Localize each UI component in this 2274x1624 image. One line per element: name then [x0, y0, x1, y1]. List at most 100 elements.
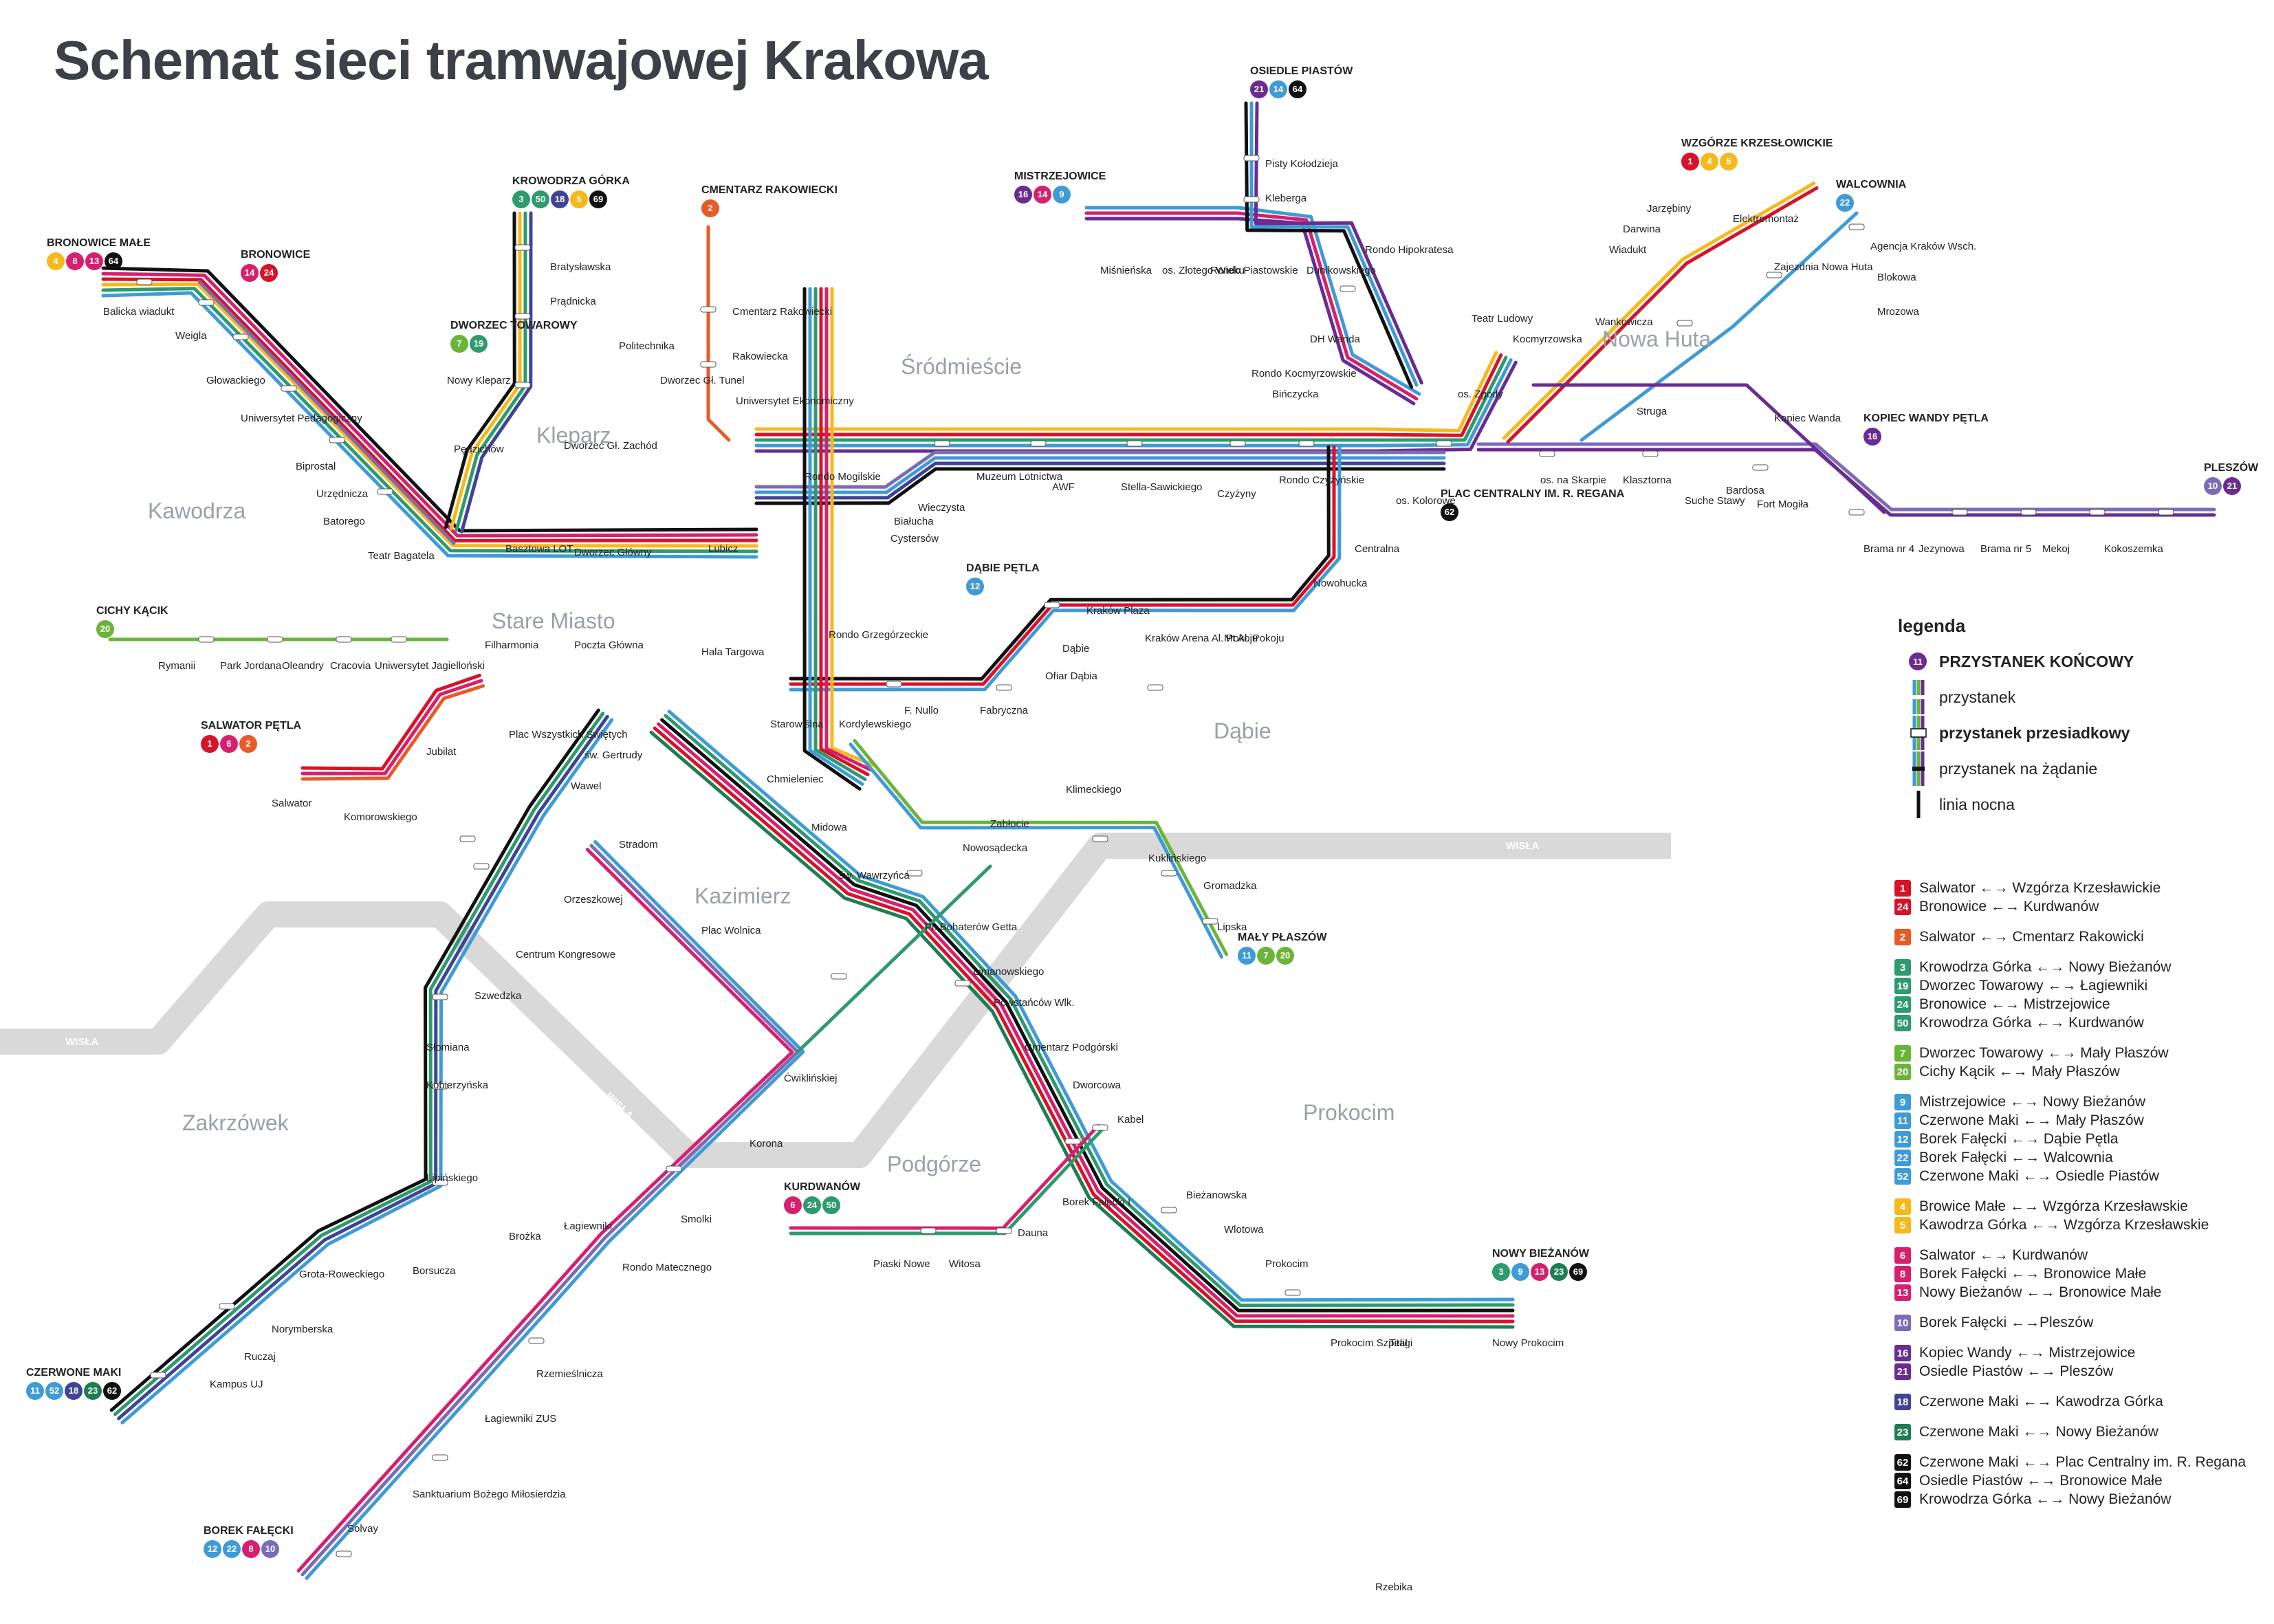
district-label: Kleparz — [536, 423, 611, 448]
line-badge: 1 — [201, 735, 219, 753]
stop-marker — [1848, 509, 1865, 516]
line-badge: 16 — [1863, 428, 1881, 446]
mistrzejowice-line-line — [1084, 206, 1421, 396]
stop-label: Norymberska — [272, 1324, 334, 1335]
stop-label: Lipińskiego — [426, 1172, 479, 1184]
stop-label: Wlotowa — [1224, 1224, 1264, 1236]
kurdwanow-west-line — [113, 712, 605, 1416]
legend-interchange: przystanek przesiadkowy — [1898, 715, 2255, 751]
dabie-line-line — [789, 445, 1331, 681]
stop-label: Orzeszkowej — [564, 894, 623, 906]
line-badge: 7 — [450, 335, 468, 353]
terminal-name: KROWODRZA GÓRKA — [512, 175, 630, 187]
stop-label: Kordylewskiego — [839, 718, 912, 730]
legend-request: przystanek na żądanie — [1898, 751, 2255, 787]
line-badge: 19 — [470, 335, 488, 353]
stop-label: Biprostal — [296, 461, 336, 472]
stop-label: Dworcowa — [1073, 1079, 1122, 1091]
west-trunk-line — [101, 291, 758, 559]
stop-marker — [473, 863, 490, 870]
stop-label: św. Gertrudy — [584, 749, 643, 761]
stop-label: Prokocim — [1265, 1258, 1309, 1270]
route-description: Salwator ←→ Wzgórza Krzesławickie — [1919, 880, 2161, 896]
line-badge: 13 — [1531, 1263, 1549, 1281]
west-trunk-line — [101, 266, 758, 533]
stop-marker — [1243, 196, 1260, 203]
stop-marker — [1044, 602, 1060, 608]
terminal-name: BRONOWICE — [241, 249, 311, 261]
stop-marker — [432, 1454, 448, 1461]
stop-label: Stella-Sawickiego — [1121, 481, 1203, 493]
stop-marker — [1092, 835, 1108, 842]
line-badge: 14 — [1269, 80, 1287, 98]
terminal-name: NOWY BIEŻANÓW — [1492, 1248, 1590, 1260]
route-badge: 5 — [1894, 1217, 1911, 1233]
bieganow-line-line — [664, 714, 1515, 1308]
route-badge: 12 — [1894, 1131, 1911, 1148]
stop-label: Borek Fałęcki I — [1062, 1196, 1131, 1208]
stop-marker — [1340, 285, 1356, 292]
line-badge: 50 — [822, 1196, 840, 1214]
walcownia-line-line — [1579, 211, 1859, 442]
stop-marker — [1092, 1124, 1108, 1131]
stop-marker — [2020, 509, 2037, 516]
stop-label: Salwator — [272, 798, 312, 809]
stop-label: Midowa — [811, 822, 847, 833]
stop-marker — [514, 244, 531, 251]
stop-label: Kraków Arena Al. Pokoju — [1145, 633, 1258, 644]
line-badge: 4 — [47, 252, 65, 270]
stop-label: Mt Al. Pokoju — [1224, 633, 1284, 644]
line-badge: 16 — [1014, 186, 1032, 204]
stop-label: Miśnieńska — [1100, 265, 1152, 276]
stop-label: Kokoszemka — [2104, 543, 2163, 555]
stop-label: Brożka — [509, 1231, 541, 1242]
terminal-name: PLESZÓW — [2204, 462, 2259, 474]
line-badge: 5 — [570, 190, 588, 208]
line-badge: 12 — [204, 1540, 221, 1558]
salwator-line-line — [300, 679, 483, 776]
route-description: Dworzec Towarowy ←→ Łagiewniki — [1919, 978, 2148, 994]
north-trunk-line — [444, 211, 516, 529]
west-trunk-line — [101, 272, 758, 538]
stop-marker — [1676, 320, 1693, 327]
route-description: Bronowice ←→ Kurdwanów — [1919, 899, 2099, 914]
borek-line-line — [300, 844, 800, 1577]
stop-label: Rymanii — [158, 660, 196, 672]
stop-marker — [514, 382, 531, 388]
line-badge: 22 — [223, 1540, 241, 1558]
plaszow-line-line — [853, 738, 1229, 956]
district-label: Kazimierz — [695, 884, 791, 908]
piastow-line-line — [1254, 101, 1423, 385]
east-trunk-line — [754, 355, 1508, 442]
line-badge: 64 — [105, 252, 122, 270]
stop-label: Teatr Bagatela — [368, 550, 435, 562]
stop-label: Kobierzyńska — [426, 1079, 489, 1091]
stop-marker — [514, 313, 531, 320]
legend-terminal-label: PRZYSTANEK KOŃCOWY — [1939, 652, 2134, 670]
terminal-name: SALWATOR PĘTLA — [201, 720, 302, 732]
legend: legenda 11 PRZYSTANEK KOŃCOWY przystanek… — [1898, 615, 2255, 822]
line-badge: 13 — [85, 252, 103, 270]
route-badge: 16 — [1894, 1345, 1911, 1361]
river-label: WISŁA — [1506, 840, 1539, 852]
stop-marker — [1161, 870, 1177, 877]
stop-marker — [1030, 440, 1047, 447]
stop-label: Lubicz — [708, 543, 739, 555]
line-badge: 23 — [84, 1382, 102, 1400]
stop-label: Zajezdnia Nowa Huta — [1774, 261, 1873, 273]
stop-marker — [432, 1083, 448, 1090]
center-south-line — [824, 287, 873, 772]
stop-label: Muzeum Lotnictwa — [976, 471, 1063, 483]
stop-marker — [198, 299, 215, 306]
stop-label: Cmentarz Rakowiecki — [732, 306, 833, 318]
stop-label: Nowy Prokocim — [1492, 1337, 1564, 1349]
stop-label: Limanowskiego — [973, 966, 1045, 978]
bieganow-line-line — [667, 710, 1515, 1302]
